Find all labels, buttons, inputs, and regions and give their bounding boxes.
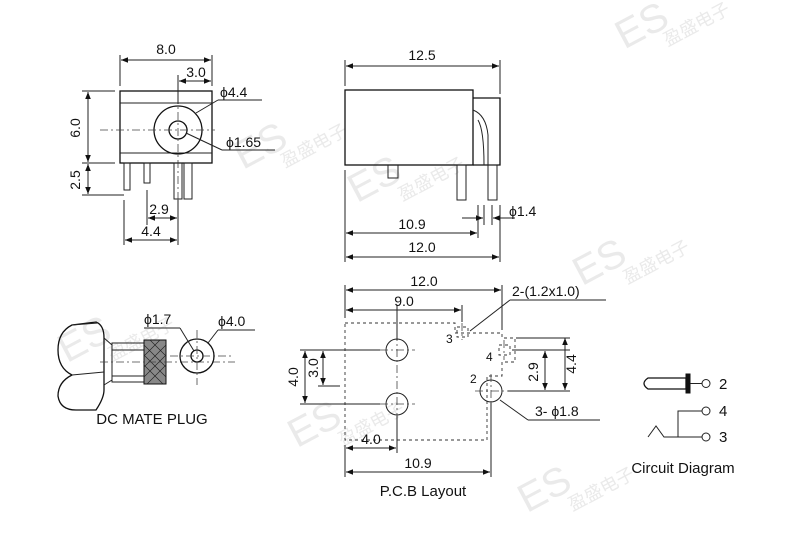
side-body: [344, 89, 474, 166]
watermark-chars-4: 盈盛电子: [620, 236, 693, 287]
circuit-pin-2-label: 2: [719, 376, 727, 393]
dim-pcb-height-inner: 3.0: [305, 358, 321, 378]
dim-pcb-right-a: 2.9: [525, 362, 541, 382]
callout-plug-outer-dia: ϕ4.0: [218, 313, 246, 329]
pcb-pin-3-label: 3: [446, 332, 453, 346]
pcb-slot-3: [456, 326, 469, 338]
dim-side-length: 12.5: [408, 47, 435, 63]
pcb-outline: [344, 322, 516, 441]
dim-pcb-overall: 12.0: [410, 273, 437, 289]
dim-side-pin-b: 12.0: [408, 239, 435, 255]
callout-pcb-slot: 2-(1.2x1.0): [512, 283, 580, 299]
watermark-es-3: ES: [341, 147, 409, 211]
callout-plug-inner-dia: ϕ1.7: [144, 311, 172, 327]
dim-pcb-hole-spacing: 9.0: [394, 293, 414, 309]
dim-side-pin-dia: ϕ1.4: [509, 203, 537, 219]
circuit-terminal-3: [701, 432, 711, 442]
pcb-title: P.C.B Layout: [380, 483, 467, 500]
dim-pcb-bottom-b: 10.9: [404, 455, 431, 471]
circuit-pin-4-label: 4: [719, 403, 727, 420]
plug-title: DC MATE PLUG: [96, 411, 207, 428]
circuit-terminal-4: [701, 406, 711, 416]
watermark-chars-7: 盈盛电子: [565, 463, 638, 514]
dim-front-pin-spacing-a: 2.9: [149, 201, 169, 217]
dim-front-pin-spacing-b: 4.4: [141, 223, 161, 239]
watermark-group: ES 盈盛电子 ES 盈盛电子 ES 盈盛电子 ES 盈盛电子 ES 盈盛电子 …: [51, 0, 733, 521]
plug-drawing: ϕ1.7 ϕ4.0 DC MATE PLUG: [57, 311, 255, 428]
circuit-title: Circuit Diagram: [631, 460, 734, 477]
circuit-terminal-2: [701, 379, 711, 388]
callout-pcb-hole: 3- ϕ1.8: [535, 403, 579, 419]
pcb-pin-2-label: 2: [470, 372, 477, 386]
circuit-pin: [643, 377, 687, 390]
side-view: 12.5 10.9 12.0 ϕ1.4: [344, 47, 537, 262]
dim-front-offset: 3.0: [186, 64, 206, 80]
front-body: [119, 90, 213, 164]
circuit-pin-3-label: 3: [719, 429, 727, 446]
pcb-layout: 3 4 2 12.0 9.0 2-(1.2x1.0) 4.0 3.0 2.9 4…: [285, 273, 606, 500]
dim-front-pin-length: 2.5: [67, 170, 83, 190]
watermark-es-6: ES: [281, 392, 349, 456]
pcb-slot-4: [498, 344, 511, 356]
dim-front-width: 8.0: [156, 41, 176, 57]
circuit-diagram: 2 4 3 Circuit Diagram: [631, 373, 735, 477]
dim-side-pin-a: 10.9: [398, 216, 425, 232]
watermark-es-7: ES: [511, 457, 579, 521]
front-view: 8.0 3.0 6.0 2.5 2.9 4.4 ϕ4.4 ϕ1.65: [67, 41, 275, 245]
pcb-pin-4-label: 4: [486, 350, 493, 364]
watermark-es-5: ES: [51, 307, 119, 371]
dim-pcb-bottom-a: 4.0: [361, 431, 381, 447]
callout-front-outer-dia: ϕ4.4: [220, 84, 248, 100]
dim-pcb-right-b: 4.4: [563, 354, 579, 374]
callout-front-inner-dia: ϕ1.65: [226, 134, 261, 150]
dim-front-height: 6.0: [67, 118, 83, 138]
dim-pcb-height-total: 4.0: [285, 367, 301, 387]
